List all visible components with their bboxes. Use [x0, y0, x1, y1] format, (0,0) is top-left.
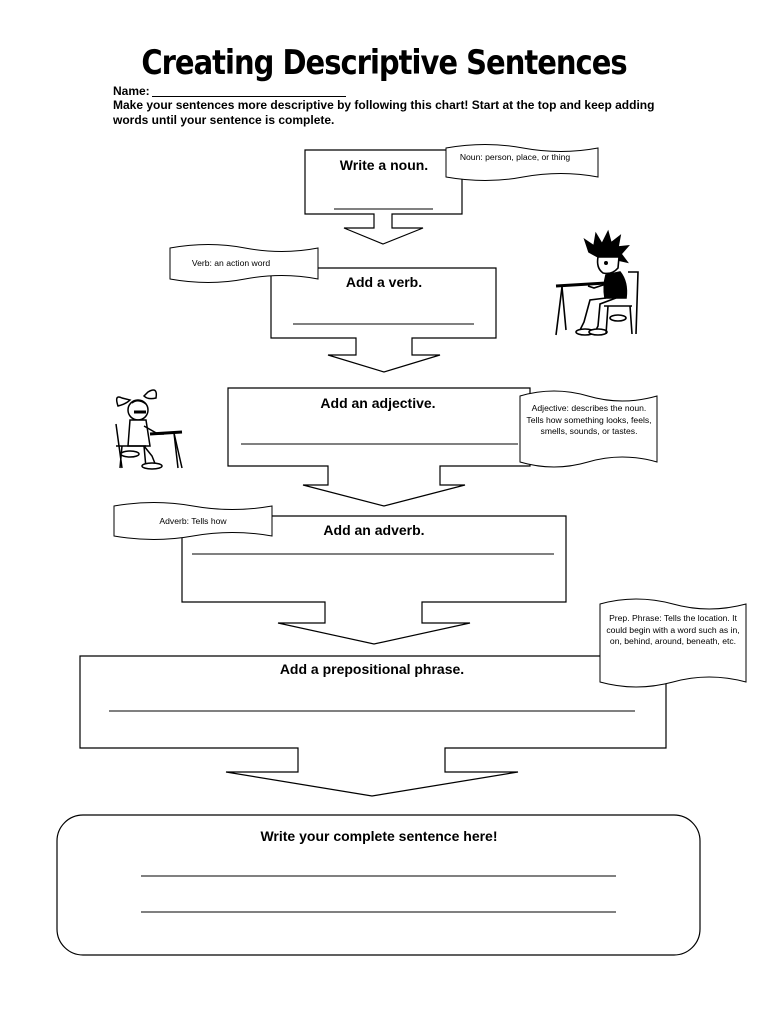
name-label: Name:: [113, 84, 150, 98]
instructions: Make your sentences more descriptive by …: [113, 98, 655, 127]
verb-note-banner: [169, 244, 319, 283]
noun-step-label: Write a noun.: [340, 157, 428, 173]
noun-note-text: Noun: person, place, or thing: [460, 152, 571, 162]
student-boy-writing-illustration: [555, 229, 639, 336]
prep-phrase-box: [79, 655, 667, 797]
adverb-note-text: Adverb: Tells how: [159, 516, 227, 526]
verb-box: [270, 267, 497, 373]
prep-note-banner: [599, 598, 747, 688]
prep-note-text: Prep. Phrase: Tells the location. It cou…: [606, 613, 740, 646]
noun-box: [304, 149, 463, 245]
noun-note-banner: [445, 144, 599, 181]
adverb-step-label: Add an adverb.: [323, 522, 424, 538]
adjective-note-banner: [519, 390, 658, 468]
final-sentence-box: [56, 814, 701, 956]
adjective-step-label: Add an adjective.: [320, 395, 435, 411]
name-field-line[interactable]: [152, 96, 346, 97]
page-title: Creating Descriptive Sentences: [141, 42, 627, 83]
verb-step-label: Add a verb.: [346, 274, 422, 290]
verb-note-text: Verb: an action word: [192, 258, 271, 268]
adverb-box: [181, 515, 567, 645]
final-step-label: Write your complete sentence here!: [260, 828, 497, 844]
student-girl-writing-illustration: [115, 389, 183, 470]
adverb-note-banner: [113, 502, 273, 540]
prep-step-label: Add a prepositional phrase.: [280, 661, 464, 677]
adjective-note-text: Adjective: describes the noun. Tells how…: [526, 403, 652, 436]
